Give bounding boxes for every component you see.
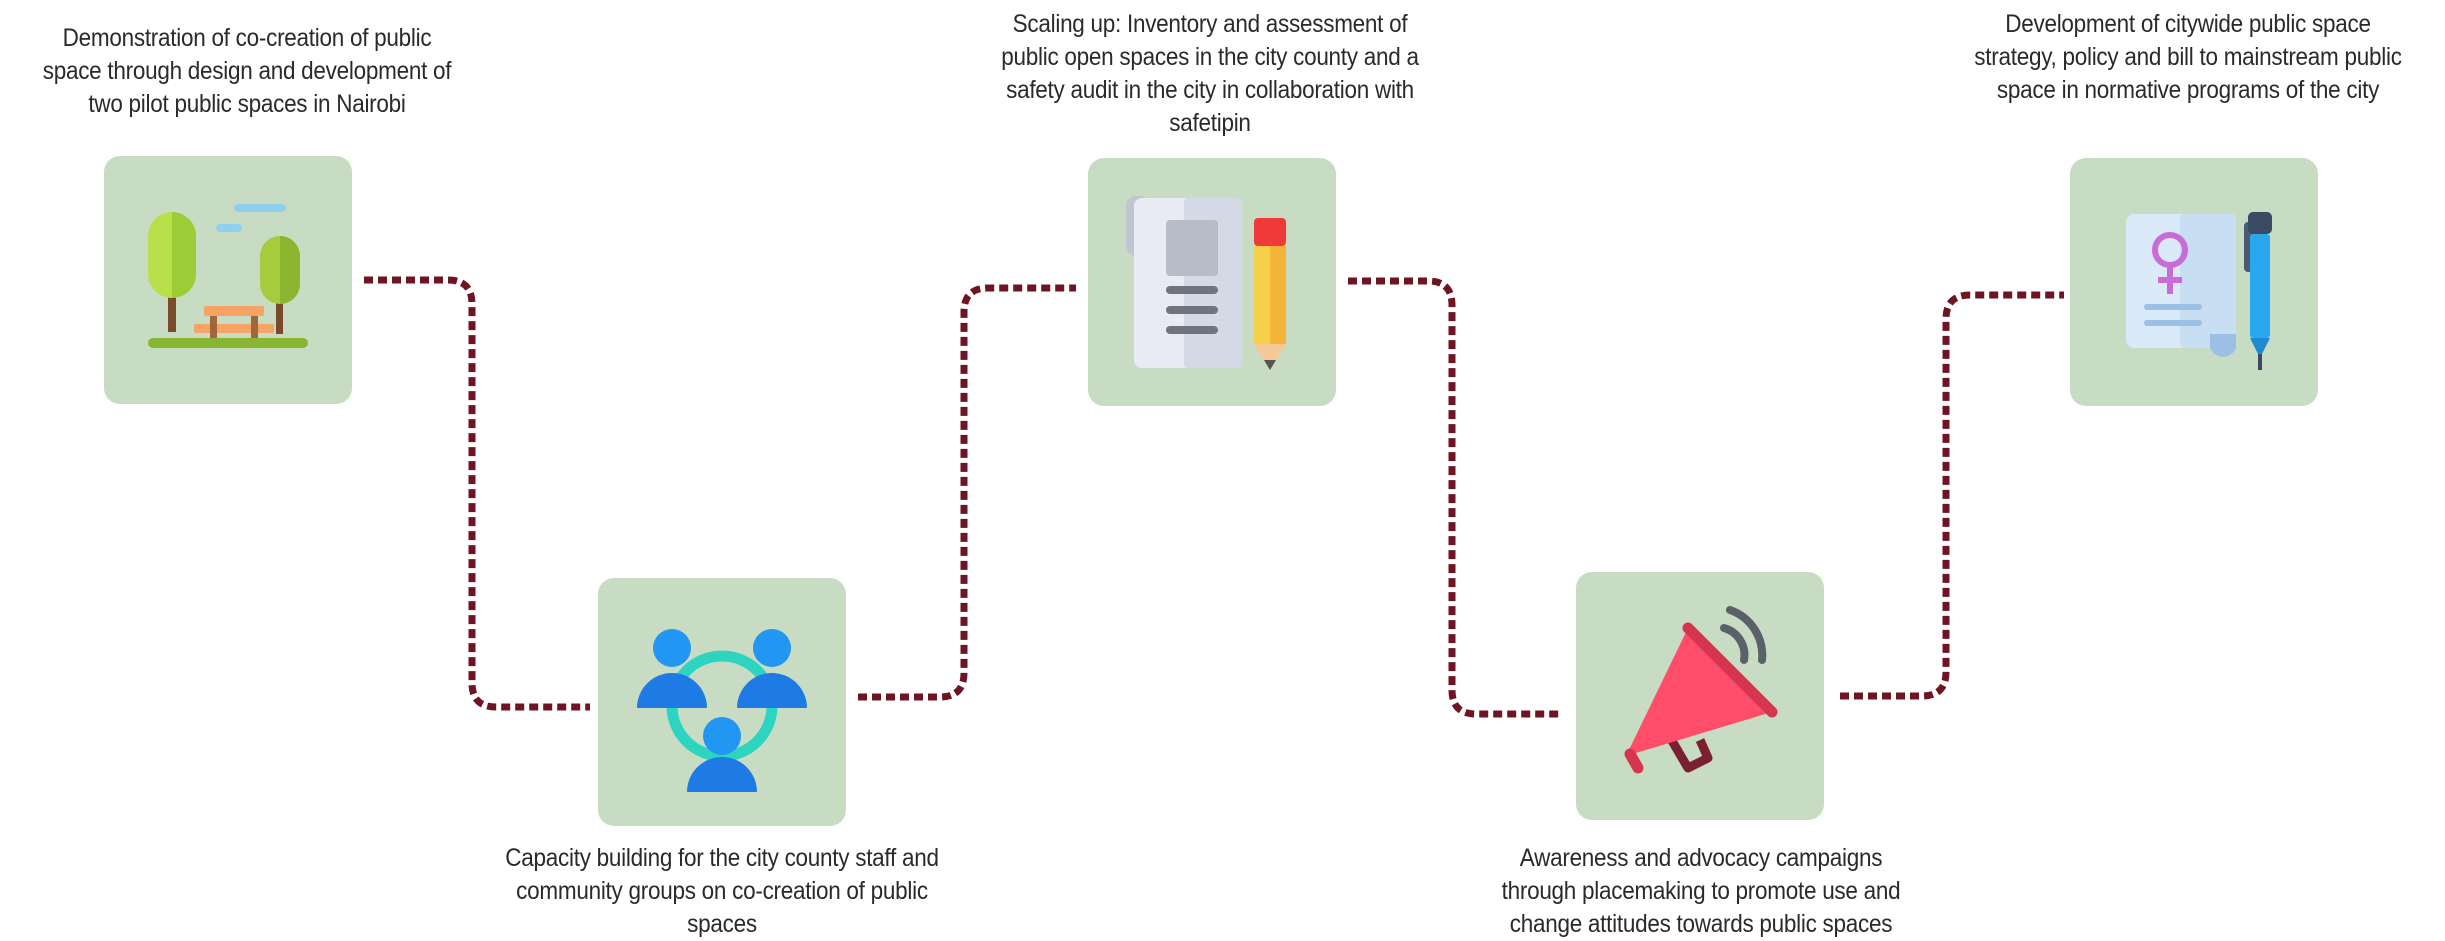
policy-document-pen-icon (2126, 212, 2272, 370)
megaphone-icon (1624, 606, 1778, 774)
step-2-card (598, 578, 846, 826)
park-icon (148, 204, 308, 348)
step-1-card (104, 156, 352, 404)
step-5-caption: Development of citywide public space str… (1974, 10, 2402, 104)
connector-2-3 (858, 284, 1076, 701)
connector-3-4 (1348, 277, 1560, 718)
connector-4-5 (1840, 291, 2064, 700)
community-group-icon (637, 629, 807, 792)
step-4-caption: Awareness and advocacy campaigns through… (1501, 844, 1901, 938)
inventory-document-pencil-icon (1126, 196, 1286, 370)
step-5-card (2070, 158, 2318, 406)
step-3-card (1088, 158, 1336, 406)
step-1-caption: Demonstration of co-creation of public s… (42, 24, 452, 118)
step-2-caption: Capacity building for the city county st… (505, 844, 939, 938)
connector-1-2 (364, 276, 590, 711)
step-4-card (1576, 572, 1824, 820)
step-3-caption: Scaling up: Inventory and assessment of … (1001, 10, 1419, 137)
